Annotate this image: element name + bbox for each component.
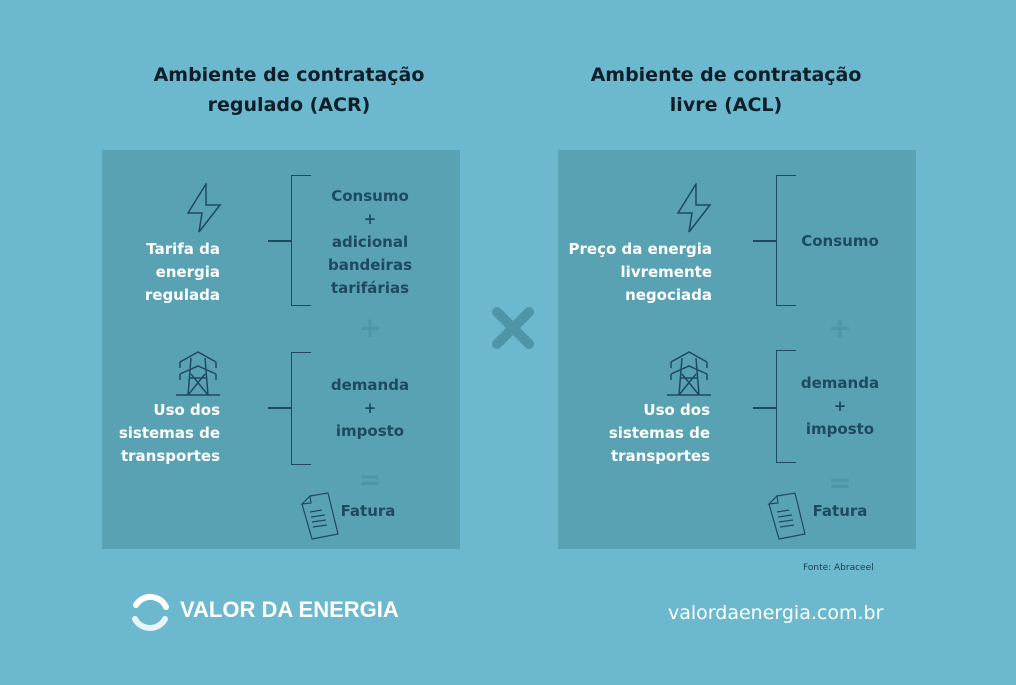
- bracket-tick: [268, 240, 292, 242]
- plus-sign: +: [828, 311, 852, 344]
- acr-result: Fatura: [340, 502, 396, 520]
- acl-title: Ambiente de contratação livre (ACL): [526, 60, 926, 120]
- bracket: [291, 352, 311, 465]
- acl-item2-components: demanda+imposto: [800, 374, 880, 438]
- acr-title-line1: Ambiente de contratação: [153, 64, 425, 86]
- acl-item1-components: Consumo: [801, 232, 879, 250]
- acr-title: Ambiente de contratação regulado (ACR): [89, 60, 489, 120]
- acl-title-line2: livre (ACL): [669, 94, 783, 116]
- website-link[interactable]: valordaenergia.com.br: [668, 602, 884, 624]
- acl-panel: [558, 150, 916, 549]
- source-note: Fonte: Abraceel: [803, 563, 874, 573]
- bracket-tick: [753, 407, 777, 409]
- versus-cross-icon: ×: [491, 306, 535, 350]
- bracket: [291, 175, 311, 306]
- lightning-icon: [186, 183, 222, 233]
- transmission-tower-icon: [667, 350, 711, 396]
- transmission-tower-icon: [176, 350, 220, 396]
- bracket: [776, 175, 796, 306]
- document-icon: [300, 492, 340, 540]
- brand-logo-icon: [128, 591, 172, 635]
- acr-panel: [102, 150, 460, 549]
- acl-title-line1: Ambiente de contratação: [590, 64, 862, 86]
- bracket-tick: [753, 240, 777, 242]
- acr-item2-components: demanda+imposto: [330, 376, 410, 440]
- equals-sign: =: [828, 466, 852, 499]
- acr-title-line2: regulado (ACR): [207, 94, 371, 116]
- lightning-icon: [676, 183, 712, 233]
- bracket-tick: [268, 407, 292, 409]
- document-icon: [767, 492, 807, 540]
- equals-sign: =: [358, 463, 382, 496]
- brand-name: VALOR DA ENERGIA: [180, 597, 399, 622]
- acl-result: Fatura: [812, 502, 868, 520]
- bracket: [776, 350, 796, 463]
- plus-sign: +: [358, 311, 382, 344]
